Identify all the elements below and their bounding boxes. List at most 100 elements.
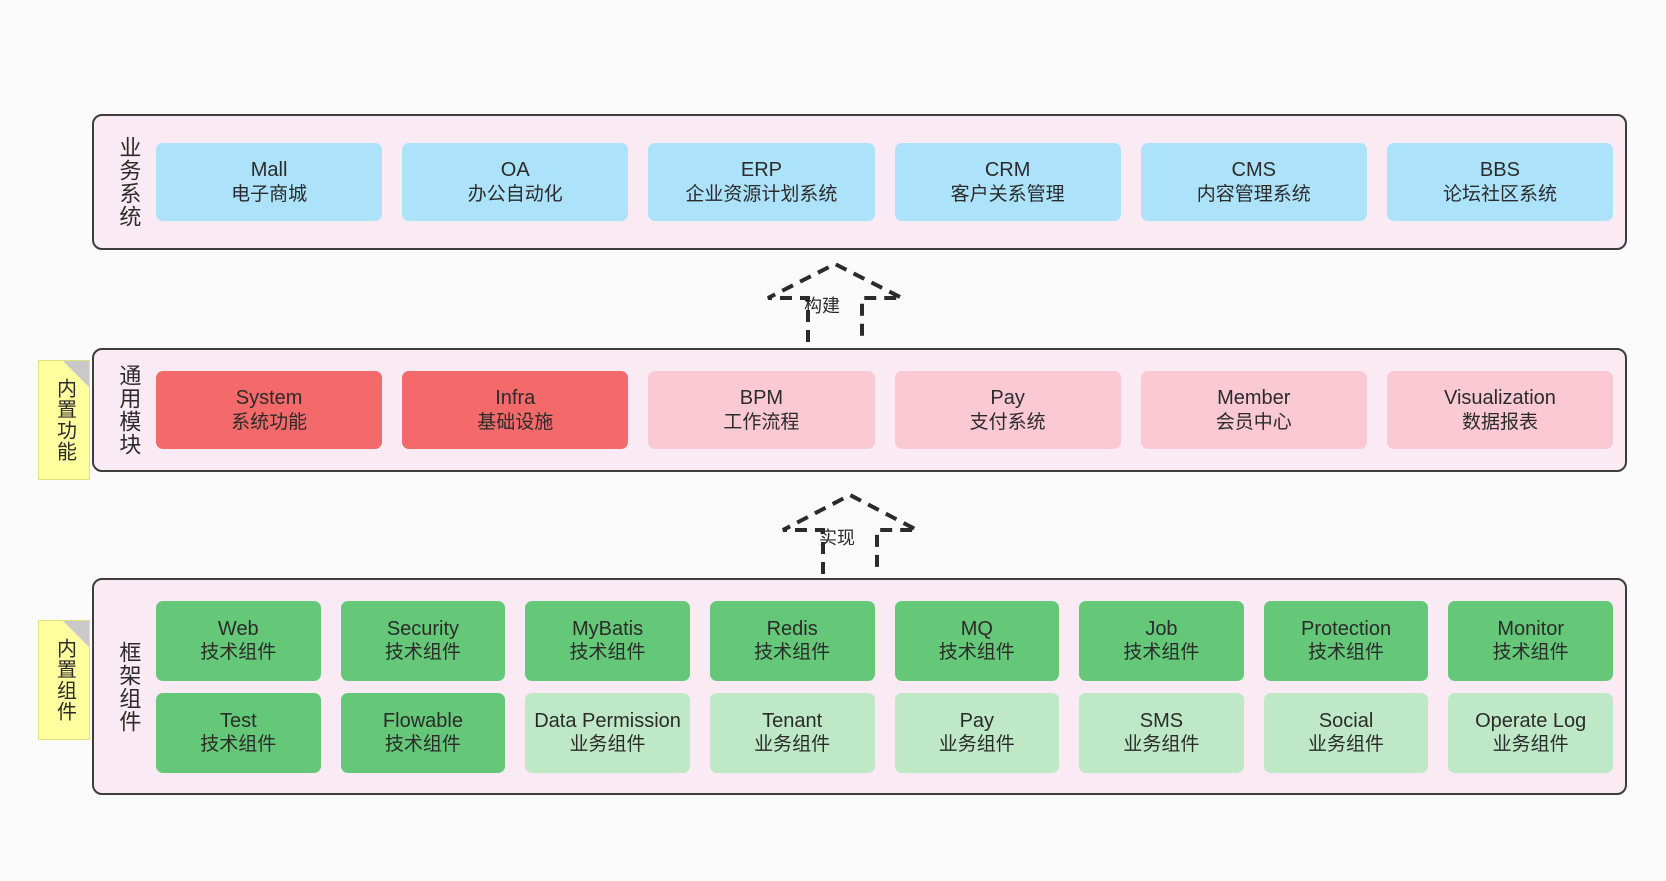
card-row: Test 技术组件 Flowable 技术组件 Data Permission … xyxy=(156,692,1613,773)
card-social[interactable]: Social 业务组件 xyxy=(1263,692,1429,773)
card-subtitle: 技术组件 xyxy=(938,642,1015,664)
card-subtitle: 业务组件 xyxy=(1123,734,1200,756)
card-tenant[interactable]: Tenant 业务组件 xyxy=(709,692,875,773)
layer-cards-common: System 系统功能 Infra 基础设施 BPM 工作流程 Pay 支付系统… xyxy=(150,360,1614,460)
card-erp[interactable]: ERP 企业资源计划系统 xyxy=(648,143,875,221)
card-subtitle: 技术组件 xyxy=(1492,642,1569,664)
card-title: OA xyxy=(500,159,530,182)
card-subtitle: 会员中心 xyxy=(1215,411,1292,433)
card-protection[interactable]: Protection 技术组件 xyxy=(1263,600,1429,681)
sticky-note-builtin-component: 内置组件 xyxy=(38,620,90,740)
layer-label-framework: 框架组件 xyxy=(116,640,142,733)
card-title: Mall xyxy=(250,159,288,182)
card-flowable[interactable]: Flowable 技术组件 xyxy=(340,692,506,773)
card-title: System xyxy=(235,387,303,410)
card-data-permission[interactable]: Data Permission 业务组件 xyxy=(525,692,690,773)
card-title: SMS xyxy=(1139,709,1184,732)
card-infra[interactable]: Infra 基础设施 xyxy=(402,371,629,449)
card-subtitle: 数据报表 xyxy=(1461,411,1538,433)
card-subtitle: 企业资源计划系统 xyxy=(685,183,838,205)
card-title: Test xyxy=(219,709,257,732)
card-title: Redis xyxy=(766,617,818,640)
card-title: Tenant xyxy=(762,709,823,732)
card-subtitle: 业务组件 xyxy=(1492,734,1569,756)
connector-build-label: 构建 xyxy=(804,296,840,316)
card-job[interactable]: Job 技术组件 xyxy=(1079,600,1244,681)
card-system[interactable]: System 系统功能 xyxy=(156,371,383,449)
card-subtitle: 业务组件 xyxy=(938,734,1015,756)
generalization-arrow-icon xyxy=(782,492,918,574)
card-subtitle: 客户关系管理 xyxy=(950,183,1065,205)
card-title: BBS xyxy=(1479,159,1520,182)
card-title: Social xyxy=(1318,709,1374,732)
layer-business-system: 业务系统 Mall 电子商城 OA 办公自动化 ERP 企业资源计划系统 CRM… xyxy=(92,114,1627,250)
card-title: Monitor xyxy=(1497,617,1565,640)
card-mall[interactable]: Mall 电子商城 xyxy=(156,143,383,221)
layer-cards-framework: Web 技术组件 Security 技术组件 MyBatis 技术组件 Redi… xyxy=(150,590,1613,783)
card-mybatis[interactable]: MyBatis 技术组件 xyxy=(525,600,690,681)
card-redis[interactable]: Redis 技术组件 xyxy=(709,600,875,681)
card-subtitle: 技术组件 xyxy=(754,642,831,664)
card-title: Pay xyxy=(959,709,995,732)
card-sms[interactable]: SMS 业务组件 xyxy=(1079,692,1244,773)
connector-implement-label: 实现 xyxy=(819,528,855,548)
layer-cards-business: Mall 电子商城 OA 办公自动化 ERP 企业资源计划系统 CRM 客户关系… xyxy=(150,126,1614,238)
card-operate-log[interactable]: Operate Log 业务组件 xyxy=(1448,692,1613,773)
card-subtitle: 技术组件 xyxy=(1123,642,1200,664)
card-subtitle: 业务组件 xyxy=(569,734,646,756)
card-subtitle: 内容管理系统 xyxy=(1196,183,1311,205)
layer-label-common: 通用模块 xyxy=(116,364,142,456)
card-title: Operate Log xyxy=(1475,709,1587,732)
card-oa[interactable]: OA 办公自动化 xyxy=(402,143,629,221)
card-subtitle: 技术组件 xyxy=(200,734,277,756)
card-title: BPM xyxy=(739,387,784,410)
card-subtitle: 工作流程 xyxy=(723,411,800,433)
card-cms[interactable]: CMS 内容管理系统 xyxy=(1140,143,1367,221)
card-subtitle: 技术组件 xyxy=(1308,642,1385,664)
card-subtitle: 论坛社区系统 xyxy=(1442,183,1557,205)
card-crm[interactable]: CRM 客户关系管理 xyxy=(894,143,1121,221)
card-title: Protection xyxy=(1301,617,1392,640)
card-title: CRM xyxy=(984,159,1031,182)
sticky-note-builtin-function: 内置功能 xyxy=(38,360,90,480)
card-title: Web xyxy=(217,617,259,640)
card-bpm[interactable]: BPM 工作流程 xyxy=(648,371,875,449)
card-title: CMS xyxy=(1231,159,1276,182)
card-monitor[interactable]: Monitor 技术组件 xyxy=(1448,600,1613,681)
card-row: Mall 电子商城 OA 办公自动化 ERP 企业资源计划系统 CRM 客户关系… xyxy=(156,143,1614,221)
card-title: Visualization xyxy=(1443,387,1556,410)
card-title: MQ xyxy=(960,617,993,640)
layer-label-business: 业务系统 xyxy=(116,136,142,228)
card-title: Job xyxy=(1145,617,1178,640)
card-row: System 系统功能 Infra 基础设施 BPM 工作流程 Pay 支付系统… xyxy=(156,371,1614,449)
folded-corner-icon xyxy=(63,361,89,387)
card-subtitle: 技术组件 xyxy=(384,734,461,756)
card-web[interactable]: Web 技术组件 xyxy=(156,600,321,681)
card-title: MyBatis xyxy=(572,617,644,640)
card-title: Pay xyxy=(990,387,1025,410)
card-row: Web 技术组件 Security 技术组件 MyBatis 技术组件 Redi… xyxy=(156,600,1613,681)
card-title: Data Permission xyxy=(534,709,681,732)
card-visualization[interactable]: Visualization 数据报表 xyxy=(1386,371,1614,449)
connector-implement: 实现 xyxy=(775,490,925,580)
card-test[interactable]: Test 技术组件 xyxy=(156,692,321,773)
card-title: Member xyxy=(1217,387,1291,410)
card-subtitle: 业务组件 xyxy=(1308,734,1385,756)
card-mq[interactable]: MQ 技术组件 xyxy=(894,600,1060,681)
generalization-arrow-icon xyxy=(767,261,903,342)
folded-corner-icon xyxy=(63,621,89,647)
card-pay-business[interactable]: Pay 业务组件 xyxy=(894,692,1060,773)
sticky-note-label: 内置功能 xyxy=(53,378,76,462)
connector-build: 构建 xyxy=(760,260,910,350)
card-member[interactable]: Member 会员中心 xyxy=(1140,371,1367,449)
card-subtitle: 系统功能 xyxy=(231,411,308,433)
card-subtitle: 办公自动化 xyxy=(467,183,563,205)
card-title: Infra xyxy=(495,387,536,410)
card-pay[interactable]: Pay 支付系统 xyxy=(894,371,1121,449)
sticky-note-label: 内置组件 xyxy=(53,638,76,722)
card-bbs[interactable]: BBS 论坛社区系统 xyxy=(1386,143,1614,221)
card-subtitle: 业务组件 xyxy=(754,734,831,756)
card-subtitle: 电子商城 xyxy=(231,183,308,205)
card-security[interactable]: Security 技术组件 xyxy=(340,600,506,681)
